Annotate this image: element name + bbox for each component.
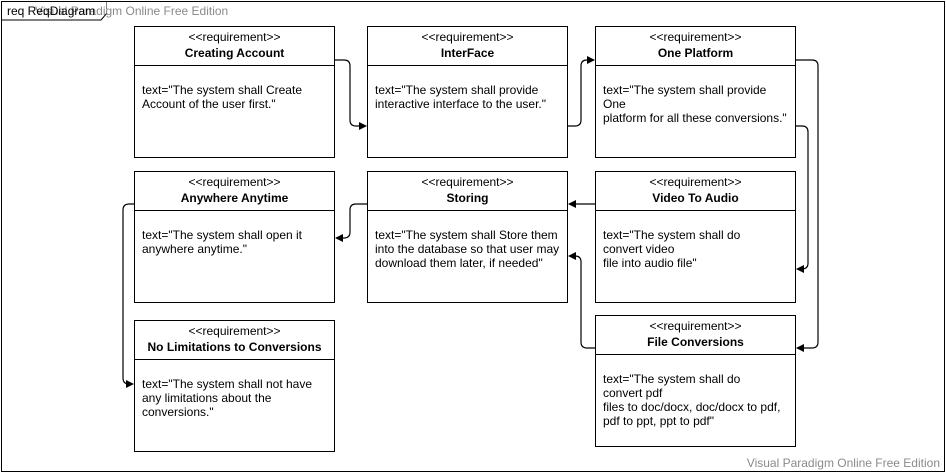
requirement-header: <<requirement>> Storing xyxy=(368,172,567,211)
requirement-one-platform[interactable]: <<requirement>> One Platform text="The s… xyxy=(595,26,796,158)
frame-tab xyxy=(1,1,107,21)
requirement-stereotype: <<requirement>> xyxy=(421,175,514,189)
requirement-title: Creating Account xyxy=(184,46,285,60)
requirement-text: text="The system shall not have any limi… xyxy=(142,377,313,419)
requirement-header: <<requirement>> Video To Audio xyxy=(596,172,795,211)
requirement-interface[interactable]: <<requirement>> InterFace text="The syst… xyxy=(367,26,568,158)
frame-label: req ReqDiagram xyxy=(7,4,96,18)
connector-interface-to-one-platform[interactable] xyxy=(568,56,595,127)
requirement-text: text="The system shall provide One platf… xyxy=(603,83,787,125)
requirement-header: <<requirement>> Creating Account xyxy=(135,27,334,66)
requirement-text: text="The system shall provide interacti… xyxy=(375,83,547,111)
requirement-stereotype: <<requirement>> xyxy=(188,175,281,189)
requirement-header: <<requirement>> One Platform xyxy=(596,27,795,66)
requirement-header: <<requirement>> Anywhere Anytime xyxy=(135,172,334,211)
requirement-stereotype: <<requirement>> xyxy=(188,30,281,44)
connector-file-conversions-to-storing[interactable] xyxy=(568,252,595,349)
requirement-text: text="The system shall do convert pdf fi… xyxy=(603,372,781,428)
requirement-stereotype: <<requirement>> xyxy=(421,30,514,44)
requirement-title: File Conversions xyxy=(647,335,744,349)
connector-one-platform-to-file-conversions[interactable] xyxy=(796,59,819,352)
requirement-storing[interactable]: <<requirement>> Storing text="The system… xyxy=(367,171,568,303)
requirement-text: text="The system shall do convert video … xyxy=(603,228,741,270)
requirement-text: text="The system shall open it anywhere … xyxy=(142,228,303,256)
requirement-header: <<requirement>> InterFace xyxy=(368,27,567,66)
watermark-bottom: Visual Paradigm Online Free Edition xyxy=(746,456,940,470)
frame-tab-outline xyxy=(1,1,107,21)
requirement-file-conversions[interactable]: <<requirement>> File Conversions text="T… xyxy=(595,315,796,447)
requirement-title: Video To Audio xyxy=(652,191,739,205)
requirement-stereotype: <<requirement>> xyxy=(188,324,281,338)
requirement-creating-account[interactable]: <<requirement>> Creating Account text="T… xyxy=(134,26,335,158)
connector-anywhere-anytime-to-no-limitations[interactable] xyxy=(122,203,134,388)
requirement-stereotype: <<requirement>> xyxy=(649,30,742,44)
requirement-no-limitations[interactable]: <<requirement>> No Limitations to Conver… xyxy=(134,320,335,452)
requirement-title: No Limitations to Conversions xyxy=(147,340,322,354)
requirement-stereotype: <<requirement>> xyxy=(649,175,742,189)
requirement-text: text="The system shall Create Account of… xyxy=(142,83,302,111)
requirement-video-to-audio[interactable]: <<requirement>> Video To Audio text="The… xyxy=(595,171,796,303)
requirement-title: InterFace xyxy=(440,46,495,60)
connector-one-platform-to-video-to-audio[interactable] xyxy=(796,125,809,273)
connector-creating-account-to-interface[interactable] xyxy=(335,59,367,130)
requirement-header: <<requirement>> No Limitations to Conver… xyxy=(135,321,334,360)
requirement-stereotype: <<requirement>> xyxy=(649,319,742,333)
watermark-top: Visual Paradigm Online Free Edition xyxy=(35,4,229,18)
requirement-anywhere-anytime[interactable]: <<requirement>> Anywhere Anytime text="T… xyxy=(134,171,335,303)
connector-storing-to-anywhere-anytime[interactable] xyxy=(335,203,367,242)
requirement-title: One Platform xyxy=(657,46,734,60)
requirement-text: text="The system shall Store them into t… xyxy=(375,228,560,270)
requirement-title: Anywhere Anytime xyxy=(180,191,289,205)
requirement-header: <<requirement>> File Conversions xyxy=(596,316,795,355)
requirement-title: Storing xyxy=(446,191,489,205)
